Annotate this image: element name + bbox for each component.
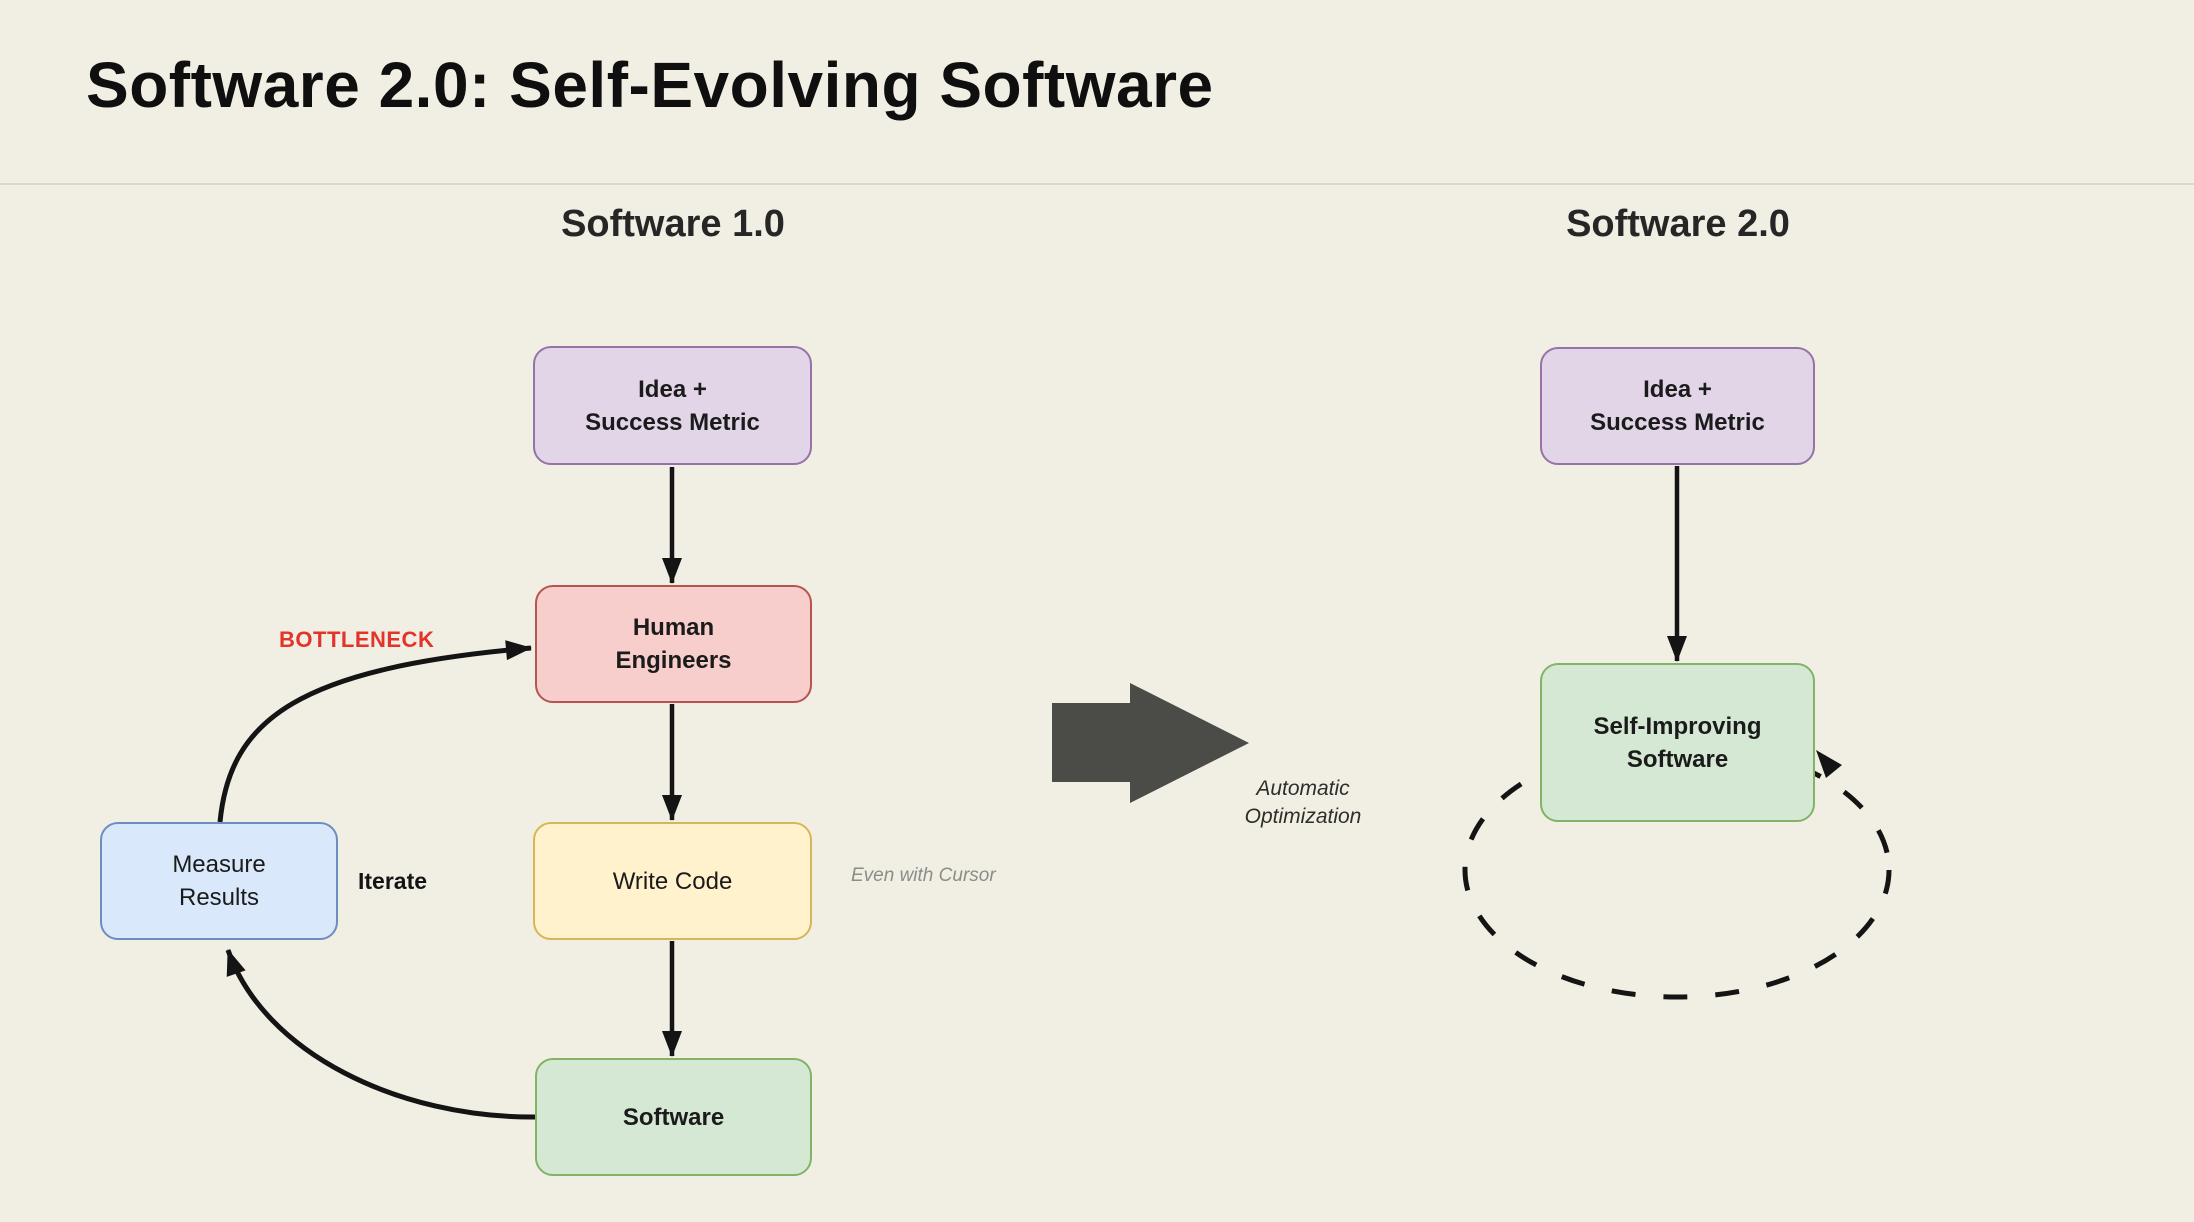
node-label-line: Success Metric	[1590, 409, 1765, 436]
node-idea-success-metric-right: Idea + Success Metric	[1540, 347, 1815, 465]
iterate-label: Iterate	[358, 868, 428, 894]
node-label-line: Measure	[172, 851, 266, 878]
node-human-engineers: Human Engineers	[535, 585, 812, 703]
node-software: Software	[535, 1058, 812, 1176]
node-write-code: Write Code	[533, 822, 812, 940]
node-measure-results: Measure Results	[100, 822, 338, 940]
node-self-improving-software: Self-Improving Software	[1540, 663, 1815, 822]
even-with-cursor-label: Even with Cursor	[851, 865, 996, 886]
node-label-line: Write Code	[612, 867, 733, 895]
node-idea-success-metric-left: Idea + Success Metric	[533, 346, 812, 465]
automatic-optimization-line: Automatic	[1256, 777, 1350, 800]
automatic-optimization-line: Optimization	[1244, 805, 1362, 828]
node-label-line: Software	[622, 1103, 725, 1131]
node-label-line: Success Metric	[585, 408, 760, 436]
node-label-line: Self-Improving	[1593, 712, 1762, 740]
node-label-line: Human	[632, 614, 715, 641]
bottleneck-label: BOTTLENECK	[279, 627, 435, 652]
node-label-line: Idea +	[1643, 376, 1712, 403]
node-label-line: Engineers	[615, 647, 732, 674]
node-label-line: Idea +	[638, 375, 707, 403]
left-column-heading: Software 1.0	[561, 203, 785, 245]
node-label-line: Results	[178, 884, 260, 911]
transform-block-arrow	[1052, 683, 1249, 803]
self-optimization-loop	[1462, 740, 1892, 1000]
automatic-optimization-label: Automatic Optimization	[1233, 775, 1373, 831]
self-optimization-loop-arrowhead	[1816, 750, 1842, 778]
arrow-software-to-measure	[225, 949, 536, 1120]
header-divider	[0, 183, 2194, 185]
right-column-heading: Software 2.0	[1566, 203, 1790, 245]
node-label-line: Software	[1626, 745, 1729, 773]
page-title: Software 2.0: Self-Evolving Software	[86, 49, 1214, 121]
arrow-measure-to-engineers-bottleneck	[217, 640, 532, 823]
